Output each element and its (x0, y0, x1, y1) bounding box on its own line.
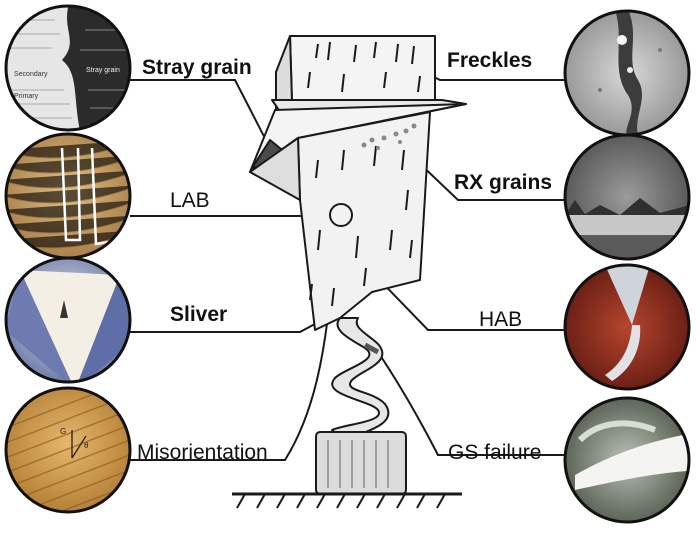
leader-gs-failure (377, 351, 565, 456)
inset-text-primary: Primary (14, 93, 39, 100)
label-hab: HAB (479, 308, 523, 331)
micrograph-sliver (4, 256, 132, 384)
label-freckles: Freckles (447, 49, 533, 72)
leader-stray-grain (130, 79, 271, 149)
inset-text-g: G (60, 427, 66, 436)
label-sliver: Sliver (170, 303, 228, 326)
label-rx-grains: RX grains (454, 171, 553, 194)
label-lab: LAB (170, 189, 210, 212)
micrograph-hab (563, 263, 691, 391)
micrograph-gs-failure (563, 396, 691, 524)
label-misorientation: Misorientation (137, 441, 268, 464)
rx-grain-dots (361, 123, 417, 150)
micrograph-lab (4, 132, 132, 260)
leader-hab (369, 269, 565, 331)
label-stray-grain: Stray grain (142, 56, 252, 79)
chill-plate-hatching (236, 493, 446, 509)
inset-text-stray: Stray grain (86, 67, 120, 74)
inset-text-theta: θ (84, 441, 89, 450)
inset-text-secondary: Secondary (14, 71, 48, 78)
casting-sketch (232, 35, 467, 496)
grain-marks (307, 41, 421, 307)
leader-sliver (130, 317, 327, 333)
starter-block-texture (327, 440, 389, 488)
leader-misorientation (130, 219, 336, 461)
micrograph-stray-grain: Secondary Primary Stray grain (4, 4, 132, 132)
micrograph-misorientation: G θ (4, 386, 132, 514)
micrograph-freckles (563, 9, 691, 137)
micrograph-rx-grains (563, 133, 691, 261)
label-gs-failure: GS failure (448, 441, 542, 464)
